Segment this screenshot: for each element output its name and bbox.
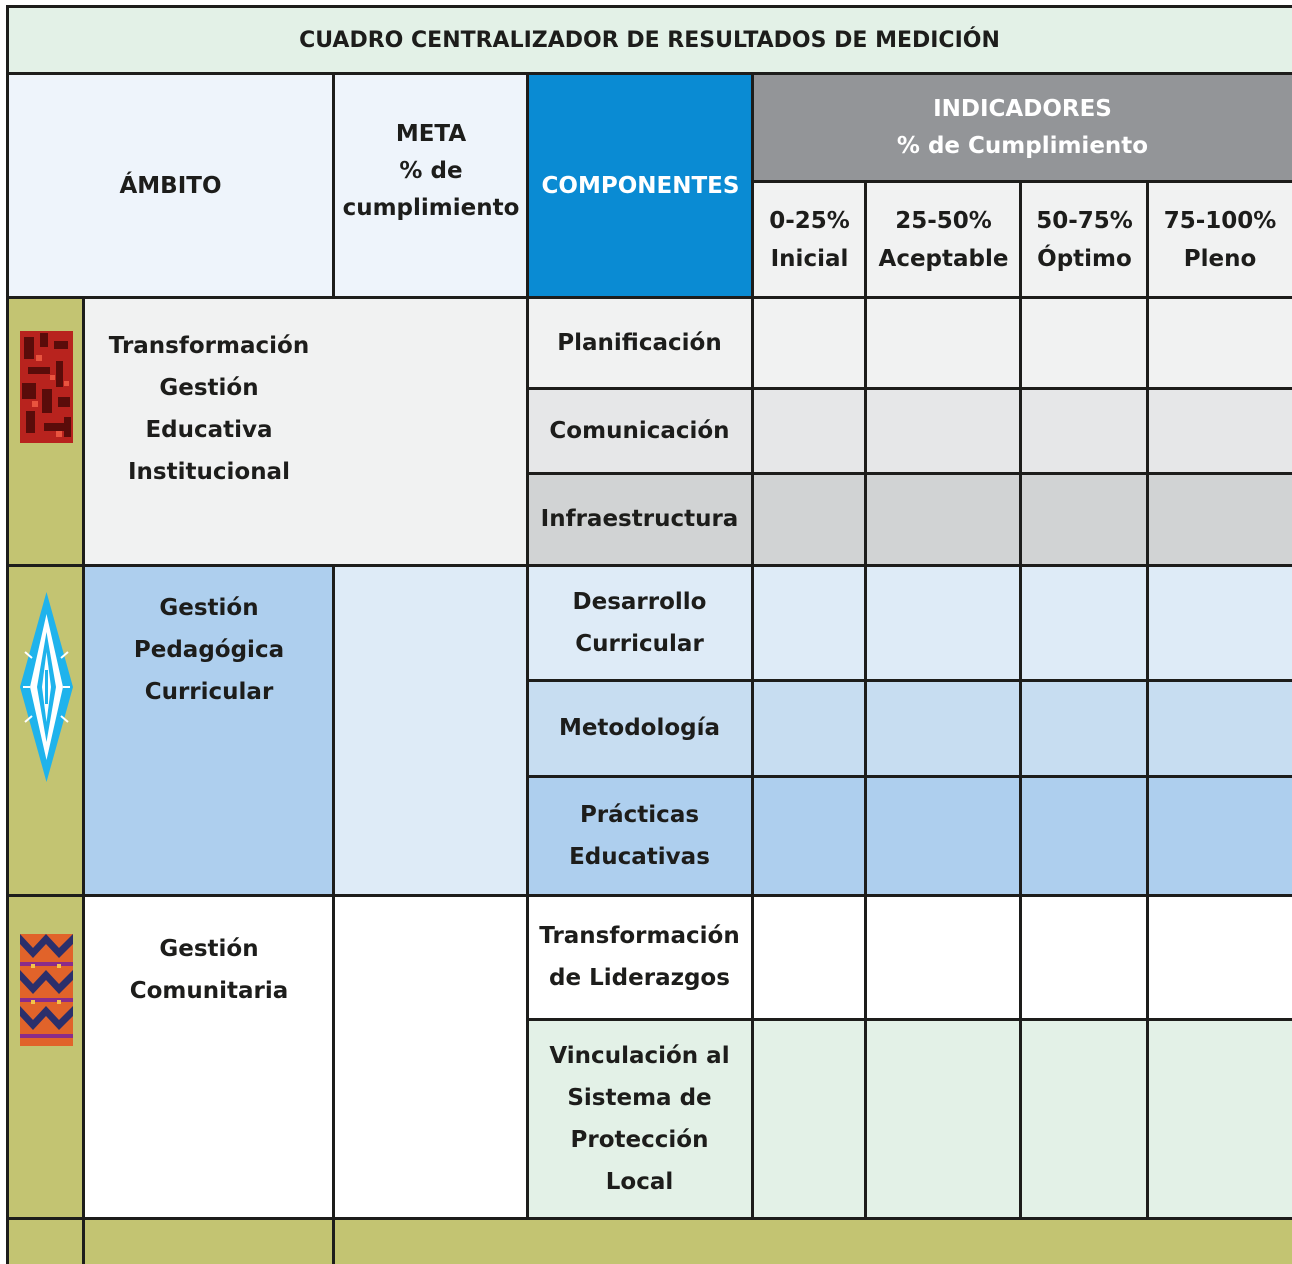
ambito-2-bg xyxy=(84,566,334,896)
component-planificacion: Planificación xyxy=(557,329,722,356)
ambito-1-name: Transformación Gestión Educativa Institu… xyxy=(108,333,310,485)
levels-header-bg xyxy=(753,182,1292,298)
level-label: Pleno xyxy=(1183,246,1257,272)
level-range: 25-50% xyxy=(895,208,992,234)
level-label: Óptimo xyxy=(1037,246,1132,272)
ambito-3-bg xyxy=(84,896,528,1219)
ambito-right-line-2 xyxy=(332,566,335,1264)
row-metodologia-bg xyxy=(528,681,1292,777)
outer-top-border xyxy=(6,5,1292,8)
component-desarrollo-curricular: Desarrollo Curricular xyxy=(572,588,707,657)
component-metodologia: Metodología xyxy=(558,715,721,741)
level-optimo: 50-75% Óptimo xyxy=(1021,182,1148,298)
side-strip xyxy=(7,298,84,1264)
indicadores-header: INDICADORES % de Cumplimiento xyxy=(896,96,1149,159)
row-practicas-bg xyxy=(528,777,1292,896)
title-bar-bg xyxy=(7,7,1292,74)
level-3-right-line xyxy=(1146,182,1149,1219)
component-vinculacion: Vinculación al Sistema de Protección Loc… xyxy=(549,1042,730,1195)
row-line-2 xyxy=(528,472,1292,475)
row-vinculacion-bg xyxy=(528,1020,1292,1219)
red-textile-icon xyxy=(20,331,73,443)
component-infraestructura: Infraestructura xyxy=(540,506,739,532)
level-1-right-line xyxy=(864,182,867,1219)
level-range: 75-100% xyxy=(1163,208,1277,234)
indicadores-header-bg xyxy=(753,74,1292,182)
ambito-header: ÁMBITO xyxy=(119,173,222,199)
footer-row-bg xyxy=(84,1219,1292,1264)
level-2-right-line xyxy=(1019,182,1022,1219)
strip-right-line xyxy=(82,296,85,1264)
row-infraestructura-bg xyxy=(528,474,1292,566)
level-range: 50-75% xyxy=(1036,208,1133,234)
componentes-header-bg xyxy=(528,74,753,298)
level-label: Aceptable xyxy=(878,246,1009,272)
group-line-1 xyxy=(6,564,1292,567)
row-planificacion-bg xyxy=(528,298,1292,389)
componentes-right-line xyxy=(751,74,754,1219)
row-line-4 xyxy=(528,775,1292,778)
header-bottom-line xyxy=(6,296,1292,299)
meta-right-line xyxy=(526,74,529,1219)
level-pleno: 75-100% Pleno xyxy=(1148,182,1292,298)
outer-left-border xyxy=(6,5,9,1264)
row-comunicacion-bg xyxy=(528,389,1292,474)
level-inicial: 0-25% Inicial xyxy=(753,182,866,298)
level-range: 0-25% xyxy=(769,208,850,234)
ambito-1-bg xyxy=(84,298,528,566)
group-line-2 xyxy=(6,894,1292,897)
componentes-header: COMPONENTES xyxy=(541,173,740,199)
level-aceptable: 25-50% Aceptable xyxy=(866,182,1021,298)
row-line-5 xyxy=(528,1018,1292,1021)
ambito-right-line xyxy=(332,74,335,296)
row-line-3 xyxy=(528,679,1292,682)
component-comunicacion: Comunicación xyxy=(549,417,730,444)
component-transformacion-liderazgos: Transformación de Liderazgos xyxy=(539,923,740,991)
row-desarrollo-bg xyxy=(528,566,1292,681)
meta-header: META % de cumplimiento xyxy=(342,120,520,221)
meta-2-bg xyxy=(334,566,528,896)
row-liderazgos-bg xyxy=(528,896,1292,1020)
ambito-3-name: Gestión Comunitaria xyxy=(129,936,289,1004)
woven-pattern-icon xyxy=(20,934,73,1046)
ambito-2-name: Gestión Pedagógica Curricular xyxy=(133,595,285,705)
component-practicas-educativas: Prácticas Educativas xyxy=(569,801,710,870)
level-label: Inicial xyxy=(770,246,849,272)
title-bottom-line xyxy=(6,72,1292,75)
row-line-1 xyxy=(528,387,1292,390)
indicadores-split-line xyxy=(753,180,1292,183)
group-line-3 xyxy=(6,1217,1292,1220)
blue-diamond-pattern-icon xyxy=(20,592,73,782)
page-title: CUADRO CENTRALIZADOR DE RESULTADOS DE ME… xyxy=(299,27,1000,53)
